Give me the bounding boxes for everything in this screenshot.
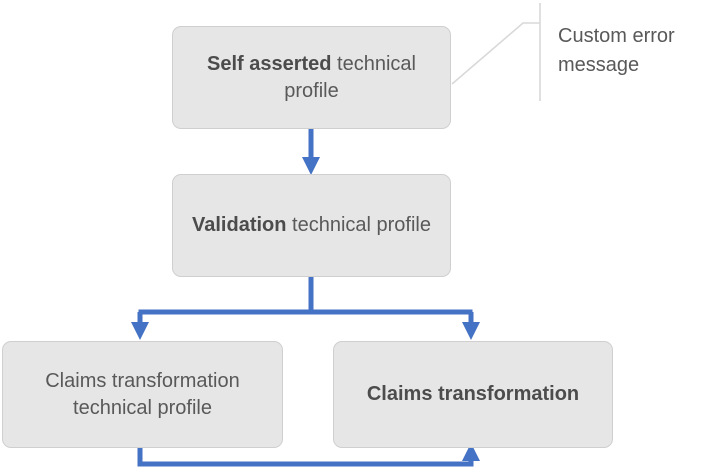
- node-self-asserted-label-bold: Self asserted: [206, 53, 332, 76]
- node-validation-label: Validation technical profile: [187, 212, 436, 238]
- node-validation-label-bold: Validation: [192, 214, 287, 237]
- node-claims-transformation-tp-label: Claims transformation technical profile: [45, 370, 240, 419]
- node-self-asserted-technical-profile[interactable]: Self asserted technical profile: [172, 26, 451, 129]
- node-claims-transformation[interactable]: Claims transformation: [333, 341, 613, 448]
- callout-leader-line: [451, 3, 541, 101]
- callout-custom-error-message: Custom error message: [558, 25, 675, 76]
- node-claims-transformation-technical-profile[interactable]: Claims transformation technical profile: [2, 341, 283, 448]
- node-self-asserted-label-regular: technical profile: [284, 53, 416, 102]
- node-claims-transformation-label: Claims transformation: [348, 381, 598, 407]
- node-claims-transformation-label-bold: Claims transformation: [366, 383, 580, 406]
- node-validation-technical-profile[interactable]: Validation technical profile: [172, 174, 451, 277]
- arrow-validation-to-claims-branch: [131, 277, 480, 340]
- node-self-asserted-label: Self asserted technical profile: [187, 51, 436, 104]
- arrow-self-asserted-to-validation: [302, 129, 320, 175]
- node-validation-label-regular: technical profile: [286, 214, 431, 237]
